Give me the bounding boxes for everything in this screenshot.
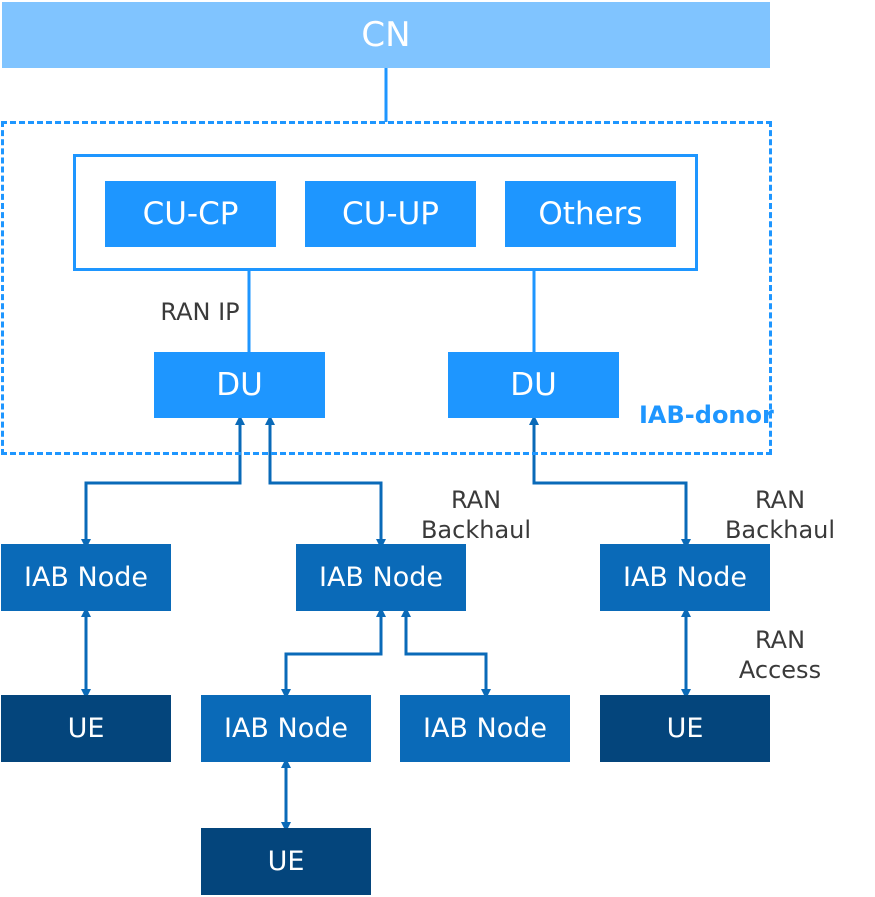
cn-label: CN — [361, 15, 411, 55]
du-label-left: DU — [216, 367, 263, 403]
others-label: Others — [538, 196, 643, 232]
backhaul-link-du2-iab3 — [529, 415, 691, 549]
cn-box: CN — [2, 2, 770, 68]
ran-backhaul-label-1-line2: Backhaul — [420, 516, 532, 544]
cu-up-box: CU-UP — [305, 181, 476, 247]
iab-node-5: IAB Node — [400, 695, 570, 762]
cu-container — [73, 154, 698, 271]
iab-node-3: IAB Node — [600, 544, 770, 611]
ran-ip-label: RAN IP — [160, 298, 240, 326]
iab-node-1-label: IAB Node — [23, 562, 148, 593]
iab-node-4-label: IAB Node — [223, 713, 348, 744]
ran-access-label-line2: Access — [738, 656, 822, 684]
iab-node-5-label: IAB Node — [422, 713, 547, 744]
iab-node-3-label: IAB Node — [622, 562, 747, 593]
ran-backhaul-label-2-line2: Backhaul — [724, 516, 836, 544]
iab-node-1: IAB Node — [1, 544, 171, 611]
ran-backhaul-label-2: RAN Backhaul — [720, 485, 840, 545]
iab-node-4: IAB Node — [201, 695, 371, 762]
ue-2-label: UE — [666, 713, 704, 744]
ue-2: UE — [600, 695, 770, 762]
iab-donor-boundary — [1, 121, 772, 455]
ran-backhaul-label-2-line1: RAN — [754, 486, 806, 514]
others-box: Others — [505, 181, 676, 247]
iab-node-2: IAB Node — [296, 544, 466, 611]
ue-3-label: UE — [267, 846, 305, 877]
du-box-right: DU — [448, 352, 619, 418]
du-label-right: DU — [510, 367, 557, 403]
backhaul-link-iab2-iab4 — [281, 607, 386, 699]
backhaul-link-du1-iab2 — [265, 415, 386, 549]
du-box-left: DU — [154, 352, 325, 418]
ran-access-label-line1: RAN — [754, 626, 806, 654]
ue-1: UE — [1, 695, 171, 762]
backhaul-link-du1-iab1 — [81, 415, 245, 549]
iab-node-2-label: IAB Node — [318, 562, 443, 593]
cu-cp-label: CU-CP — [142, 196, 239, 232]
ue-3: UE — [201, 828, 371, 895]
ran-backhaul-label-1: RAN Backhaul — [416, 485, 536, 545]
backhaul-link-iab2-iab5 — [401, 607, 491, 699]
cu-cp-box: CU-CP — [105, 181, 276, 247]
ue-1-label: UE — [67, 713, 105, 744]
ran-backhaul-label-1-line1: RAN — [450, 486, 502, 514]
iab-donor-label: IAB-donor — [639, 401, 774, 429]
cu-up-label: CU-UP — [342, 196, 439, 232]
ran-access-label: RAN Access — [720, 625, 840, 685]
